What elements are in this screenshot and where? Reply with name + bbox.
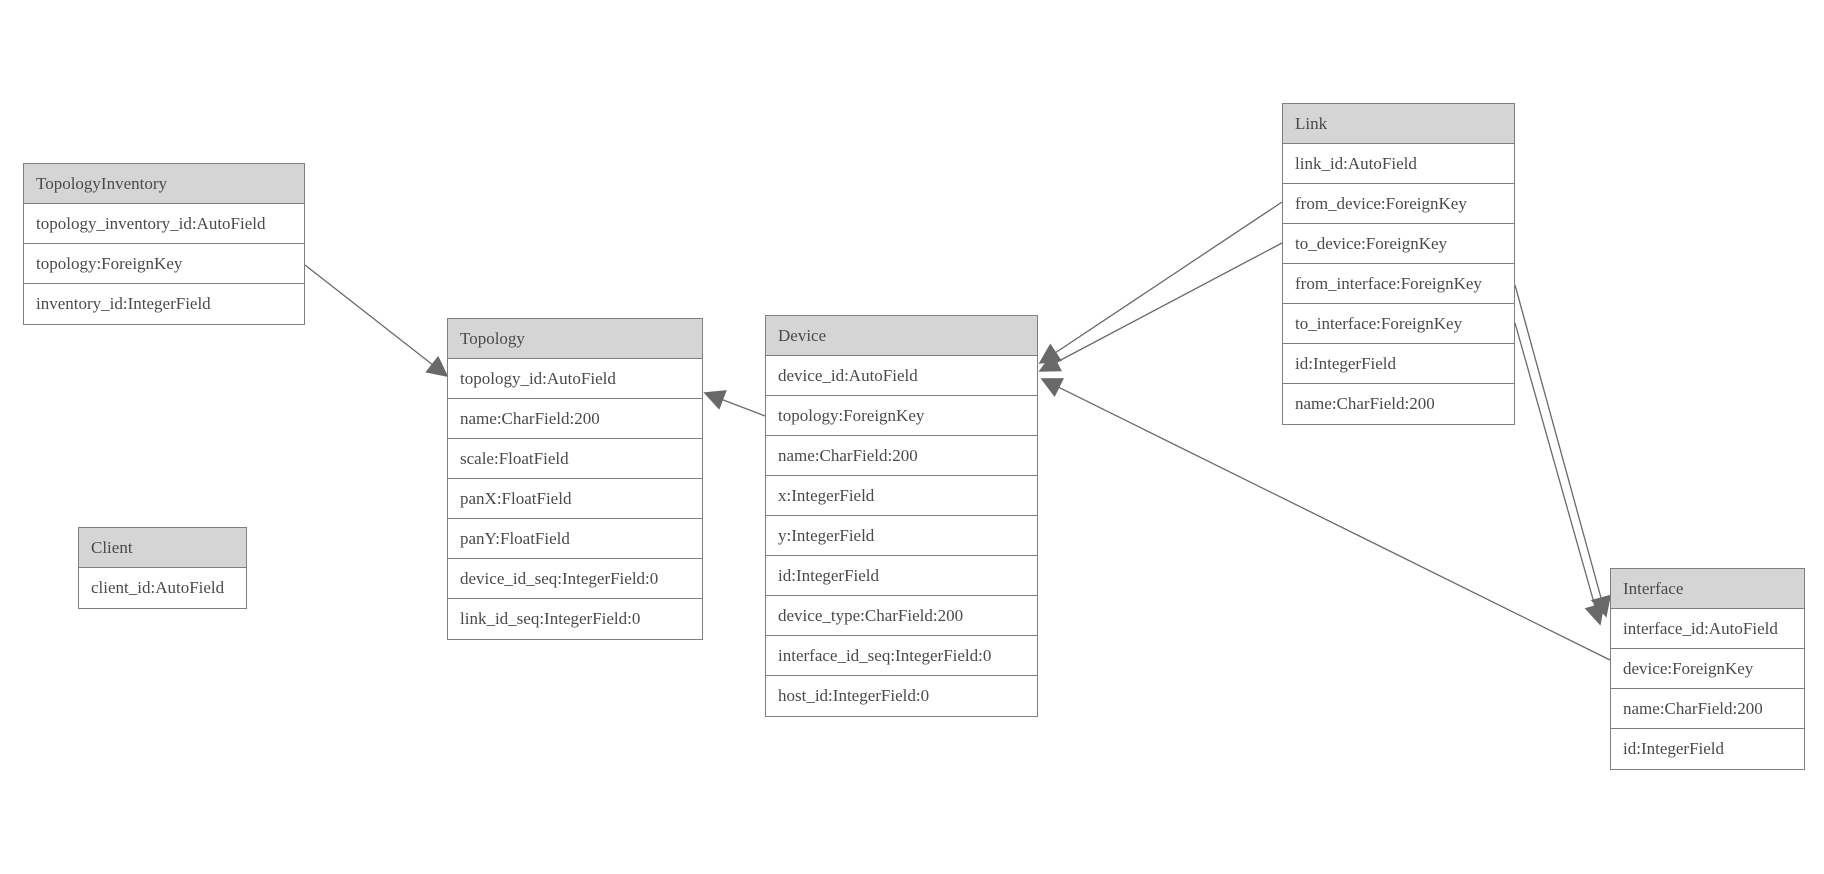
entity-field: scale:FloatField <box>448 439 702 479</box>
entity-field: link_id_seq:IntegerField:0 <box>448 599 702 639</box>
edge-topologyinventory-topology <box>304 264 449 378</box>
entity-field: panX:FloatField <box>448 479 702 519</box>
entity-field: name:CharField:200 <box>766 436 1037 476</box>
entity-title: TopologyInventory <box>24 164 304 204</box>
entity-field: x:IntegerField <box>766 476 1037 516</box>
entity-field: to_device:ForeignKey <box>1283 224 1514 264</box>
entity-field: name:CharField:200 <box>1611 689 1804 729</box>
entity-field: from_device:ForeignKey <box>1283 184 1514 224</box>
entity-field: topology_id:AutoField <box>448 359 702 399</box>
entity-title: Link <box>1283 104 1514 144</box>
entity-field: name:CharField:200 <box>1283 384 1514 424</box>
entity-field: id:IntegerField <box>1283 344 1514 384</box>
entity-title: Device <box>766 316 1037 356</box>
entity-field: interface_id:AutoField <box>1611 609 1804 649</box>
entity-field: y:IntegerField <box>766 516 1037 556</box>
edge-interface-device <box>1040 378 1611 661</box>
entity-field: client_id:AutoField <box>79 568 246 608</box>
entity-field: device:ForeignKey <box>1611 649 1804 689</box>
edge-link-from-device <box>1038 201 1283 364</box>
entity-field: id:IntegerField <box>1611 729 1804 769</box>
edge-link-to-device <box>1038 242 1283 372</box>
entity-field: from_interface:ForeignKey <box>1283 264 1514 304</box>
entity-title: Interface <box>1611 569 1804 609</box>
entity-field: to_interface:ForeignKey <box>1283 304 1514 344</box>
entity-field: inventory_id:IntegerField <box>24 284 304 324</box>
entity-field: interface_id_seq:IntegerField:0 <box>766 636 1037 676</box>
edge-device-topology <box>703 390 766 417</box>
entity-field: link_id:AutoField <box>1283 144 1514 184</box>
entity-field: device_type:CharField:200 <box>766 596 1037 636</box>
entity-field: device_id_seq:IntegerField:0 <box>448 559 702 599</box>
entity-field: id:IntegerField <box>766 556 1037 596</box>
entity-field: panY:FloatField <box>448 519 702 559</box>
entity-title: Topology <box>448 319 702 359</box>
entity-field: host_id:IntegerField:0 <box>766 676 1037 716</box>
entity-field: topology:ForeignKey <box>766 396 1037 436</box>
entity-title: Client <box>79 528 246 568</box>
entity-field: name:CharField:200 <box>448 399 702 439</box>
entity-field: topology_inventory_id:AutoField <box>24 204 304 244</box>
entity-field: device_id:AutoField <box>766 356 1037 396</box>
edge-link-from-interface <box>1514 284 1612 618</box>
edge-link-to-interface <box>1514 322 1605 626</box>
entity-field: topology:ForeignKey <box>24 244 304 284</box>
